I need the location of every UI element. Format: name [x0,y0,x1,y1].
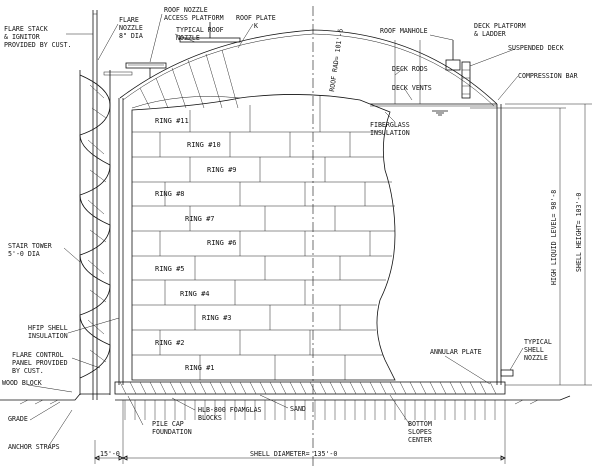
tank-shell [118,98,502,385]
ring-3-label: RING #3 [202,314,232,322]
stair-tower [79,70,133,395]
dimension-lines [94,103,592,464]
ring-8-label: RING #8 [155,190,185,198]
dim-15ft-label: 15'-0 [100,450,120,458]
ring-labels: RING #11 RING #10 RING #9 RING #8 RING #… [155,117,237,372]
suspended-deck [370,40,497,116]
roof-nozzle-platform [125,22,241,78]
ring-5-label: RING #5 [155,265,185,273]
flare-stack [92,10,98,400]
roof-manhole [445,40,461,71]
ring-9-label: RING #9 [207,166,237,174]
shell-height-label: SHELL HEIGHT= 103'-0 [575,193,583,272]
compression-bar-label: COMPRESSION BAR [518,72,578,80]
wood-block-label: WOOD BLOCK [2,379,42,387]
ring-10-label: RING #10 [187,141,221,149]
deck-vents-label: DECK VENTS [392,84,432,92]
deck-rods-label: DECK RODS [392,65,428,73]
annular-plate-label: ANNULAR PLATE [430,348,482,356]
ring-7-label: RING #7 [185,215,215,223]
deck-platform-ladder [461,61,471,99]
shell-diameter-label: SHELL DIAMETER= 135'-0 [250,450,337,458]
roof-radius-label: ROOF RAD= 101'-6 [328,28,345,92]
leader-lines [27,13,524,448]
tank-foundation [0,369,571,420]
anchor-straps-label: ANCHOR STRAPS [8,443,60,451]
ring-1-label: RING #1 [185,364,215,372]
suspended-deck-label: SUSPENDED DECK [508,44,564,52]
shell-ring-cutaway [131,94,396,381]
sand-label: SAND [290,405,306,413]
grade-label: GRADE [8,415,28,423]
ring-4-label: RING #4 [180,290,210,298]
ring-11-label: RING #11 [155,117,189,125]
ring-2-label: RING #2 [155,339,185,347]
high-liquid-level-label: HIGH LIQUID LEVEL= 98'-8 [550,190,558,285]
roof-manhole-label: ROOF MANHOLE [380,27,428,35]
ring-6-label: RING #6 [207,239,237,247]
deck-platform-label: DECK PLATFORM& LADDER [474,22,526,38]
